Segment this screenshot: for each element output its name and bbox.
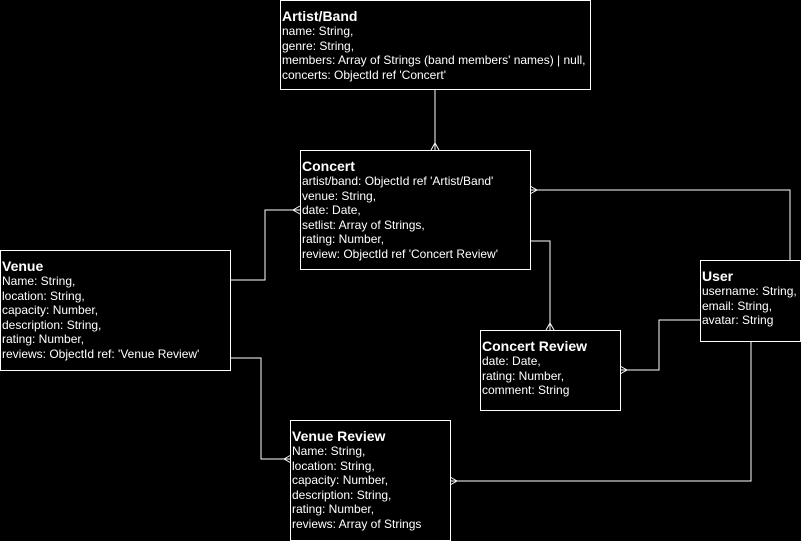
entity-field: genre: String,	[282, 38, 355, 53]
entity-field: name: String,	[282, 24, 354, 38]
entity-field: date: Date,	[482, 354, 541, 368]
entity-field: members: Array of Strings (band members'…	[282, 53, 586, 67]
entity-field: reviews: ObjectId ref: 'Venue Review'	[2, 346, 200, 361]
entity-concert[interactable]: Concert artist/band: ObjectId ref 'Artis…	[300, 150, 531, 270]
entity-field: date: Date,	[302, 203, 361, 217]
entity-field: rating: Number,	[292, 502, 375, 516]
entity-title: User	[702, 268, 734, 284]
connector-concert-user	[529, 185, 791, 260]
entity-field: description: String,	[292, 487, 392, 502]
entity-title: Venue	[2, 258, 44, 274]
entity-field: artist/band: ObjectId ref 'Artist/Band'	[302, 174, 494, 188]
entity-field: capacity: Number,	[292, 473, 389, 487]
entity-title: Concert	[302, 158, 355, 174]
entity-title: Artist/Band	[282, 8, 358, 24]
entity-field: comment: String	[482, 383, 570, 397]
entity-venue[interactable]: Venue Name: String, location: String, ca…	[0, 250, 231, 371]
entity-field: avatar: String	[702, 313, 774, 327]
entity-field: username: String,	[702, 284, 797, 298]
entity-user[interactable]: User username: String, email: String, av…	[700, 260, 801, 342]
entity-field: location: String,	[2, 288, 85, 303]
entity-field: email: String,	[702, 298, 773, 313]
connector-artist-concert	[430, 90, 440, 151]
entity-field: venue: String,	[302, 188, 377, 203]
entity-title: Concert Review	[482, 338, 588, 354]
entity-field: rating: Number,	[302, 232, 385, 246]
entity-field: description: String,	[2, 317, 102, 332]
connector-concert-concertreview	[530, 240, 555, 331]
entity-field: concerts: ObjectId ref 'Concert'	[282, 67, 446, 82]
connector-concertreview-user	[619, 319, 700, 375]
entity-artist-band[interactable]: Artist/Band name: String, genre: String,…	[280, 0, 591, 90]
entity-title: Venue Review	[292, 428, 386, 444]
entity-field: rating: Number,	[2, 332, 85, 346]
entity-field: Name: String,	[2, 274, 76, 288]
entity-field: Name: String,	[292, 444, 366, 458]
connector-venue-venuereview	[231, 357, 292, 464]
entity-venue-review[interactable]: Venue Review Name: String, location: Str…	[290, 420, 451, 541]
entity-field: review: ObjectId ref 'Concert Review'	[302, 246, 498, 261]
entity-field: setlist: Array of Strings,	[302, 217, 425, 232]
entity-concert-review[interactable]: Concert Review date: Date, rating: Numbe…	[480, 330, 621, 411]
entity-field: location: String,	[292, 458, 375, 473]
entity-field: rating: Number,	[482, 368, 565, 383]
connector-concert-venue	[231, 205, 301, 281]
connector-user-venuereview	[449, 342, 752, 486]
entity-field: reviews: Array of Strings	[292, 516, 422, 531]
entity-field: capacity: Number,	[2, 303, 99, 317]
